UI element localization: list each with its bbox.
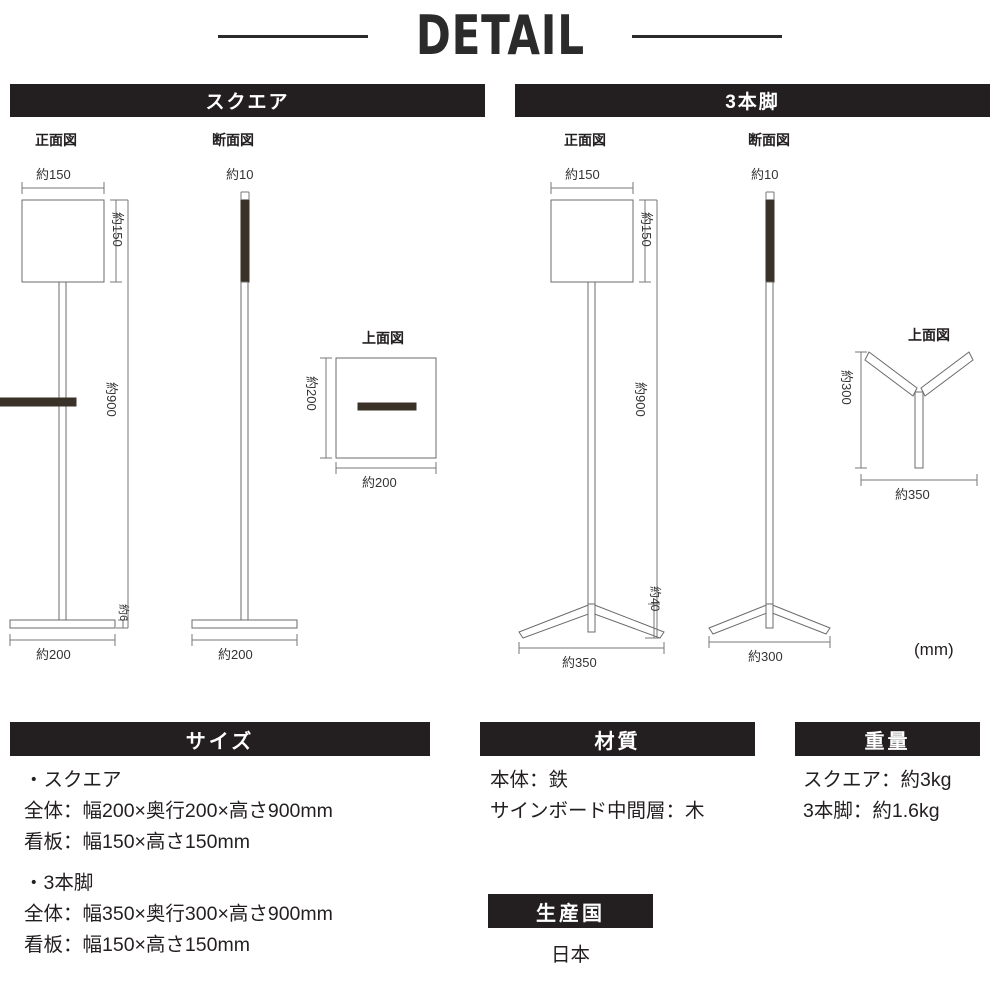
square-section-thickness-dim: 約10	[226, 167, 254, 182]
square-top-view-label: 上面図	[362, 330, 404, 346]
square-top-width-dim: 約200	[362, 475, 397, 490]
spec-line: ・3本脚	[24, 872, 94, 895]
square-top-depth-dim: 約200	[304, 376, 319, 411]
square-front-view-label: 正面図	[35, 132, 77, 148]
spec-body-size: ・スクエア 全体：幅200×奥行200×高さ900mm 看板：幅150×高さ15…	[10, 756, 430, 961]
tripod-top-view-label: 上面図	[908, 327, 950, 343]
spec-line: ・スクエア	[24, 769, 122, 791]
tripod-top-width-dim: 約350	[895, 487, 930, 502]
square-total-height-dim: 約900	[104, 382, 119, 417]
tripod-section-base-width-dim: 約300	[748, 649, 783, 664]
spec-heading-weight: 重量	[795, 722, 980, 756]
tripod-front-view-label: 正面図	[564, 132, 606, 148]
tripod-top-depth-dim: 約300	[839, 370, 854, 405]
square-board-height-dim: 約150	[110, 212, 125, 247]
square-section-view-label: 断面図	[212, 132, 254, 148]
tripod-section-view-label: 断面図	[748, 132, 790, 148]
technical-drawings	[0, 182, 978, 654]
tripod-board-width-dim: 約150	[565, 167, 600, 182]
spec-line: サインボード中間層：木	[490, 799, 705, 822]
spec-line: 看板：幅150×高さ150mm	[24, 933, 250, 956]
spec-line: 日本	[550, 944, 590, 966]
spec-line: 全体：幅350×奥行300×高さ900mm	[24, 903, 333, 926]
spec-line: 全体：幅200×奥行200×高さ900mm	[24, 799, 333, 822]
spec-block-material: 材質 本体：鉄 サインボード中間層：木	[480, 722, 755, 827]
spec-line: 3本脚：約1.6kg	[803, 799, 940, 822]
spec-block-weight: 重量 スクエア：約3kg 3本脚：約1.6kg	[795, 722, 980, 827]
spec-body-country: 日本	[488, 928, 653, 971]
square-base-thickness-dim: 約6	[117, 604, 129, 622]
spec-line: 看板：幅150×高さ150mm	[24, 830, 250, 853]
spec-heading-material: 材質	[480, 722, 755, 756]
title-rule-right	[632, 34, 783, 38]
section-header-square: スクエア	[10, 84, 485, 117]
square-base-width-dim: 約200	[36, 647, 71, 662]
spec-line: 本体：鉄	[490, 769, 569, 791]
tripod-base-width-dim: 約350	[562, 655, 597, 670]
page-title-row: DETAIL	[0, 4, 1000, 68]
spec-body-weight: スクエア：約3kg 3本脚：約1.6kg	[795, 756, 980, 827]
unit-note: (mm)	[914, 640, 954, 659]
title-rule-left	[217, 34, 368, 38]
square-section-base-width-dim: 約200	[218, 647, 253, 662]
spec-block-size: サイズ ・スクエア 全体：幅200×奥行200×高さ900mm 看板：幅150×…	[10, 722, 430, 961]
spec-block-country: 生産国 日本	[488, 894, 653, 971]
spec-heading-country: 生産国	[488, 894, 653, 928]
square-board-width-dim: 約150	[36, 167, 71, 182]
spec-line: スクエア：約3kg	[803, 769, 952, 791]
tripod-total-height-dim: 約900	[633, 382, 648, 417]
spec-heading-size: サイズ	[10, 722, 430, 756]
tripod-section-thickness-dim: 約10	[751, 167, 779, 182]
tripod-board-height-dim: 約150	[639, 212, 654, 247]
page-title: DETAIL	[415, 4, 585, 67]
diagram-area: 正面図 断面図 上面図 約150 約150 約900 約200 約6 約10 約…	[0, 120, 1000, 680]
tripod-leg-height-dim: 約40	[648, 586, 662, 612]
spec-body-material: 本体：鉄 サインボード中間層：木	[480, 756, 755, 827]
section-header-tripod: 3本脚	[515, 84, 990, 117]
